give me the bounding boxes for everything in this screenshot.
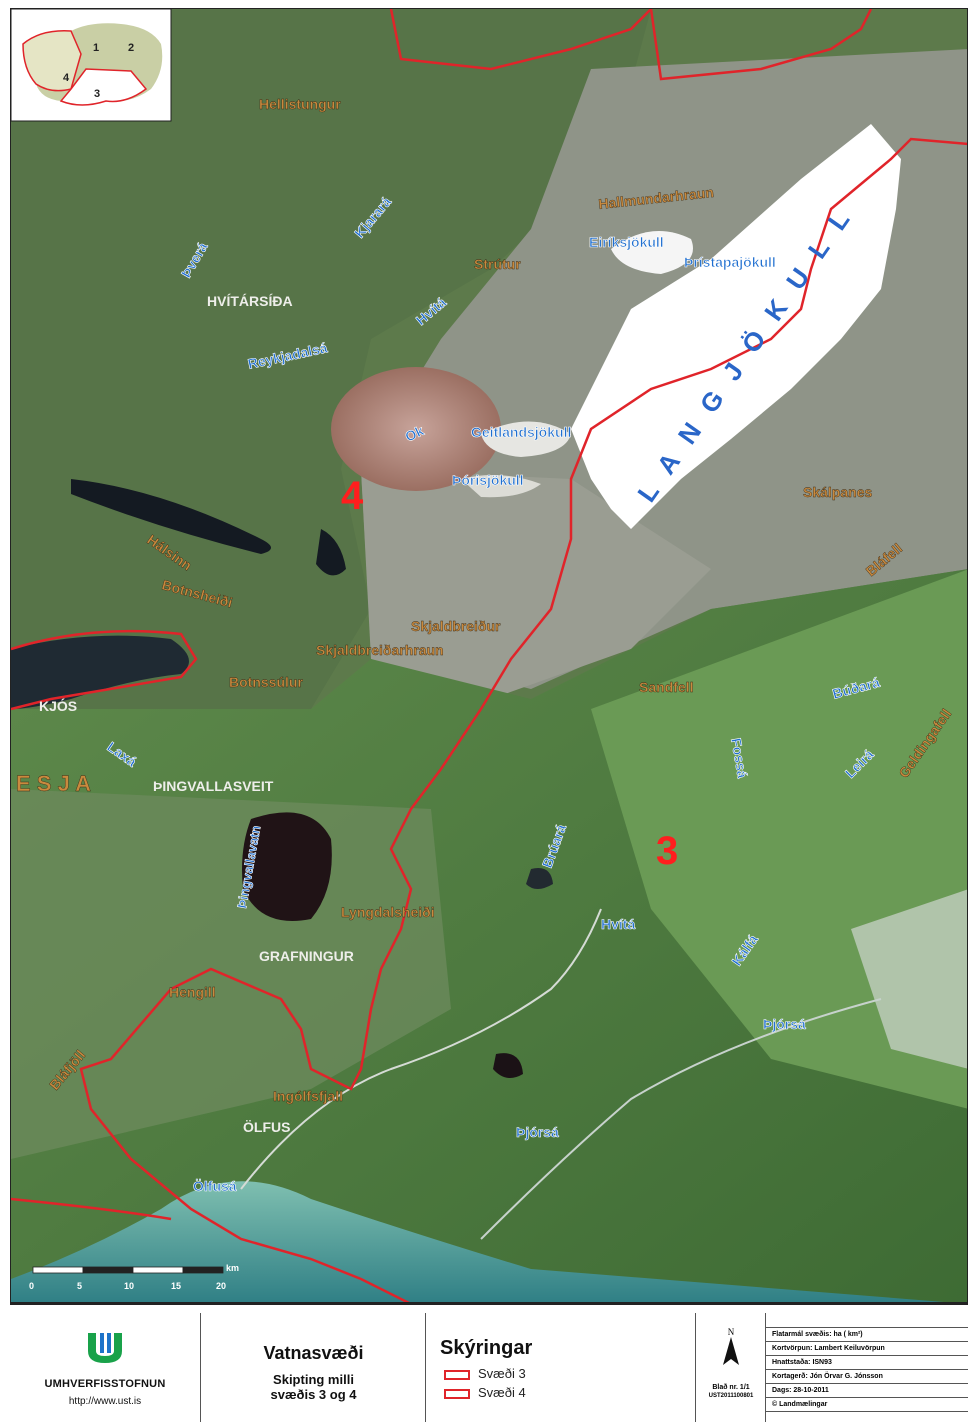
inset-label-1: 1 [93, 42, 99, 54]
boundary-zone3-zone4 [79, 137, 967, 1302]
map-subtitle-2: svæðis 3 og 4 [270, 1387, 357, 1402]
scale-tick-0: 0 [29, 1281, 34, 1291]
water-thjorsa-south: Þjórsá [516, 1124, 559, 1140]
zone-boundaries [11, 9, 967, 1302]
zone-3-label: 3 [656, 829, 678, 873]
title-block: UMHVERFISSTOFNUN http://www.ust.is Vatna… [10, 1303, 968, 1422]
ok-volcano [331, 367, 501, 491]
water-thorisjokull: Þórisjökull [452, 472, 524, 488]
place-sandfell: Sandfell [639, 679, 693, 695]
place-strutur: Strútur [474, 256, 521, 272]
langjokull-glacier [571, 124, 901, 529]
map-title: Vatnasvæði [263, 1343, 364, 1363]
north-arrow-icon [723, 1337, 739, 1365]
north-letter: N [727, 1327, 735, 1337]
geitlandsjokull-glacier [481, 421, 571, 457]
place-lyngdalsheidi: Lyngdalsheiði [341, 904, 435, 920]
place-grafningur: GRAFNINGUR [259, 948, 354, 964]
info-cell: Flatarmál svæðis: ha ( km²) Kortvörpun: … [765, 1313, 968, 1422]
water-fossa: Fossá [728, 737, 751, 780]
sheet-label: Blað nr. 1/1 [712, 1384, 750, 1391]
place-skjaldbreidur: Skjaldbreiður [411, 618, 501, 634]
zone-4-label: 4 [341, 474, 364, 518]
place-kjos: KJÓS [39, 697, 77, 714]
scale-unit: km [226, 1263, 239, 1273]
satellite-map[interactable]: 1 2 3 4 4 3 L A N G J Ö K U L L Hellistu… [10, 8, 968, 1303]
lake-small-mid [526, 868, 553, 889]
place-hellistungur: Hellistungur [259, 96, 341, 112]
place-ingolfsfjall: Ingólfsfjall [273, 1088, 343, 1104]
legend-swatch-svaedi4 [444, 1388, 470, 1399]
thorisjokull-glacier [461, 475, 541, 498]
river-olfusa [240, 908, 602, 1190]
logo-url[interactable]: http://www.ust.is [68, 1396, 142, 1407]
ust-logo-icon [88, 1333, 122, 1363]
lake-thingvallavatn [242, 812, 332, 921]
info-copyright: © Landmælingar [766, 1398, 968, 1412]
place-skjaldbreidarhraun: Skjaldbreiðarhraun [316, 642, 444, 658]
legend-swatch-svaedi3 [444, 1369, 470, 1380]
place-botnssulur: Botnssúlur [229, 674, 303, 690]
inset-label-4: 4 [63, 72, 70, 84]
thingvellir-plain [11, 789, 451, 1159]
lake-skorradalsvatn [71, 479, 271, 554]
water-olfusa: Ölfusá [193, 1178, 237, 1194]
northwest-hills [11, 9, 651, 709]
title-cell: Vatnasvæði Skipting milli svæðis 3 og 4 [200, 1313, 426, 1422]
map-canvas: 1 2 3 4 4 3 L A N G J Ö K U L L Hellistu… [11, 9, 967, 1302]
info-datum: Hnattstaða: ISN93 [766, 1356, 968, 1370]
water-hvita-south: Hvítá [601, 916, 635, 932]
info-area: Flatarmál svæðis: ha ( km²) [766, 1327, 968, 1342]
scale-tick-5: 5 [77, 1281, 82, 1291]
scale-bar: 0 5 10 15 20 km [29, 1263, 239, 1291]
fjord-hvalfjordur [11, 635, 189, 709]
place-hvitarsida: HVÍTÁRSÍÐA [207, 293, 293, 309]
scale-tick-10: 10 [124, 1281, 134, 1291]
river-thjorsa [480, 998, 882, 1240]
logo-name: UMHVERFISSTOFNUN [44, 1378, 166, 1390]
water-ok: Ok [403, 422, 427, 444]
logo-cell: UMHVERFISSTOFNUN http://www.ust.is [10, 1313, 200, 1422]
north-cell: N Blað nr. 1/1 UST2011100801 [695, 1313, 766, 1422]
water-thristapajokull: Þrístapajökull [684, 254, 776, 270]
eiriksjokull-glacier [611, 231, 693, 274]
legend-cell: Skýringar Svæði 3 Svæði 4 [425, 1313, 696, 1422]
inset-label-2: 2 [128, 42, 134, 54]
place-skalpanes: Skálpanes [803, 484, 872, 500]
inset-label-3: 3 [94, 88, 100, 100]
legend-label-svaedi3: Svæði 3 [478, 1366, 526, 1381]
map-subtitle-1: Skipting milli [273, 1372, 354, 1387]
inset-zone3 [59, 68, 148, 106]
boundary-north-a [389, 9, 652, 71]
boundary-coast [11, 1197, 172, 1221]
water-thjorsa-east: Þjórsá [763, 1016, 806, 1032]
place-hengill: Hengill [169, 984, 216, 1000]
lava-field [361, 469, 711, 699]
legend-item-svaedi3: Svæði 3 [444, 1366, 696, 1381]
info-author: Kortagerð: Jón Örvar G. Jónsson [766, 1370, 968, 1384]
water-eiriksjokull: Eiríksjökull [589, 234, 664, 250]
legend-label-svaedi4: Svæði 4 [478, 1385, 526, 1400]
scale-tick-20: 20 [216, 1281, 226, 1291]
sea [11, 1181, 944, 1302]
inset-map: 1 2 3 4 [11, 9, 172, 122]
info-date: Dags: 28-10-2011 [766, 1384, 968, 1398]
legend-title: Skýringar [440, 1337, 533, 1359]
place-thingvallasveit: ÞINGVALLASVEIT [153, 778, 274, 794]
place-olfus: ÖLFUS [243, 1119, 290, 1135]
sheet-code: UST2011100801 [708, 1393, 754, 1399]
scale-tick-15: 15 [171, 1281, 181, 1291]
lake-small-south [493, 1053, 523, 1078]
legend-item-svaedi4: Svæði 4 [444, 1385, 696, 1400]
snow-patch-east [851, 889, 967, 1069]
boundary-north-b [649, 9, 873, 81]
lake-hvalvatn [316, 529, 346, 576]
inset-zone4 [22, 30, 82, 92]
info-projection: Kortvörpun: Lambert Keiluvörpun [766, 1342, 968, 1356]
water-geitlandsjokull: Geitlandsjökull [471, 424, 571, 440]
boundary-fjord [11, 629, 198, 711]
place-esja: E S J A [16, 771, 91, 796]
